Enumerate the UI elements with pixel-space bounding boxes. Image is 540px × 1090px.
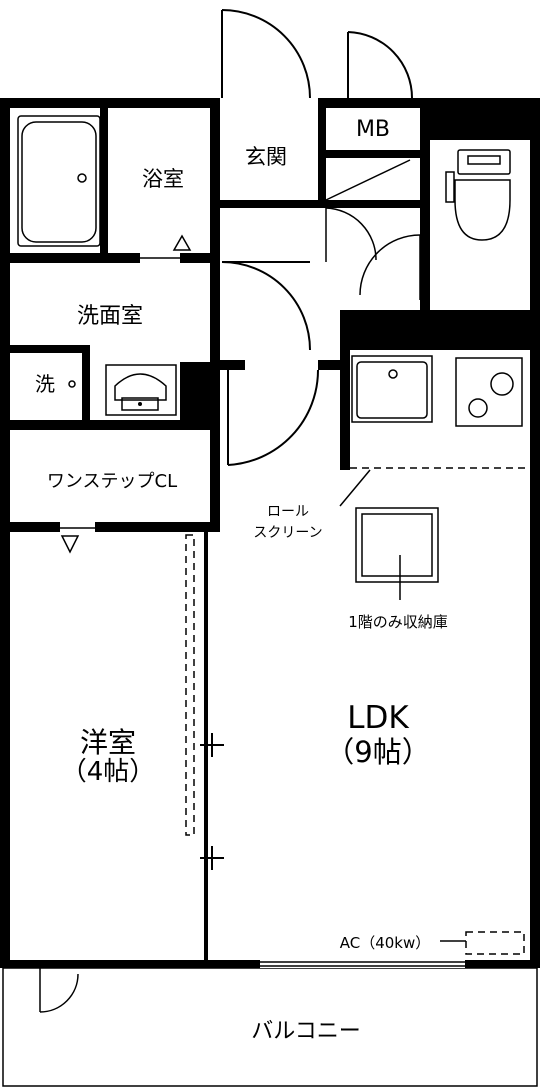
outer-walls [0,98,540,968]
label-washer: 洗 [35,372,55,396]
ldk-door [227,369,320,466]
label-roll-screen-1: ロール [267,504,309,520]
label-balcony: バルコニー [251,1019,361,1044]
toilet [445,149,511,241]
closet-door [60,527,95,554]
label-washroom: 洗面室 [77,304,143,329]
label-closet: ワンステップCL [47,471,177,492]
kitchen-sink [351,355,433,423]
label-western-room: 洋室 [80,726,136,759]
hall-doors [325,159,421,300]
roll-screen-leader [339,469,371,507]
label-aircon: AC（40kw） [340,934,431,952]
entrance-door [221,9,413,99]
sliding-door [185,534,224,870]
floor-storage [355,507,439,600]
washer-space [68,380,76,388]
washroom-door [221,261,311,351]
bath-door [140,234,192,259]
aircon-unit [440,931,525,955]
bathtub [17,115,101,247]
balcony [2,960,538,1087]
label-bath: 浴室 [142,167,184,191]
label-mb: MB [356,117,390,142]
label-roll-screen-2: スクリーン [253,525,322,541]
label-entrance: 玄関 [245,145,287,169]
label-ldk-size: （9帖） [325,735,430,769]
stove [455,357,523,427]
label-ldk: LDK [347,700,409,736]
label-storage-note: 1階のみ収納庫 [348,613,448,631]
label-western-room-size: （4帖） [61,757,156,787]
washbasin [105,364,177,416]
